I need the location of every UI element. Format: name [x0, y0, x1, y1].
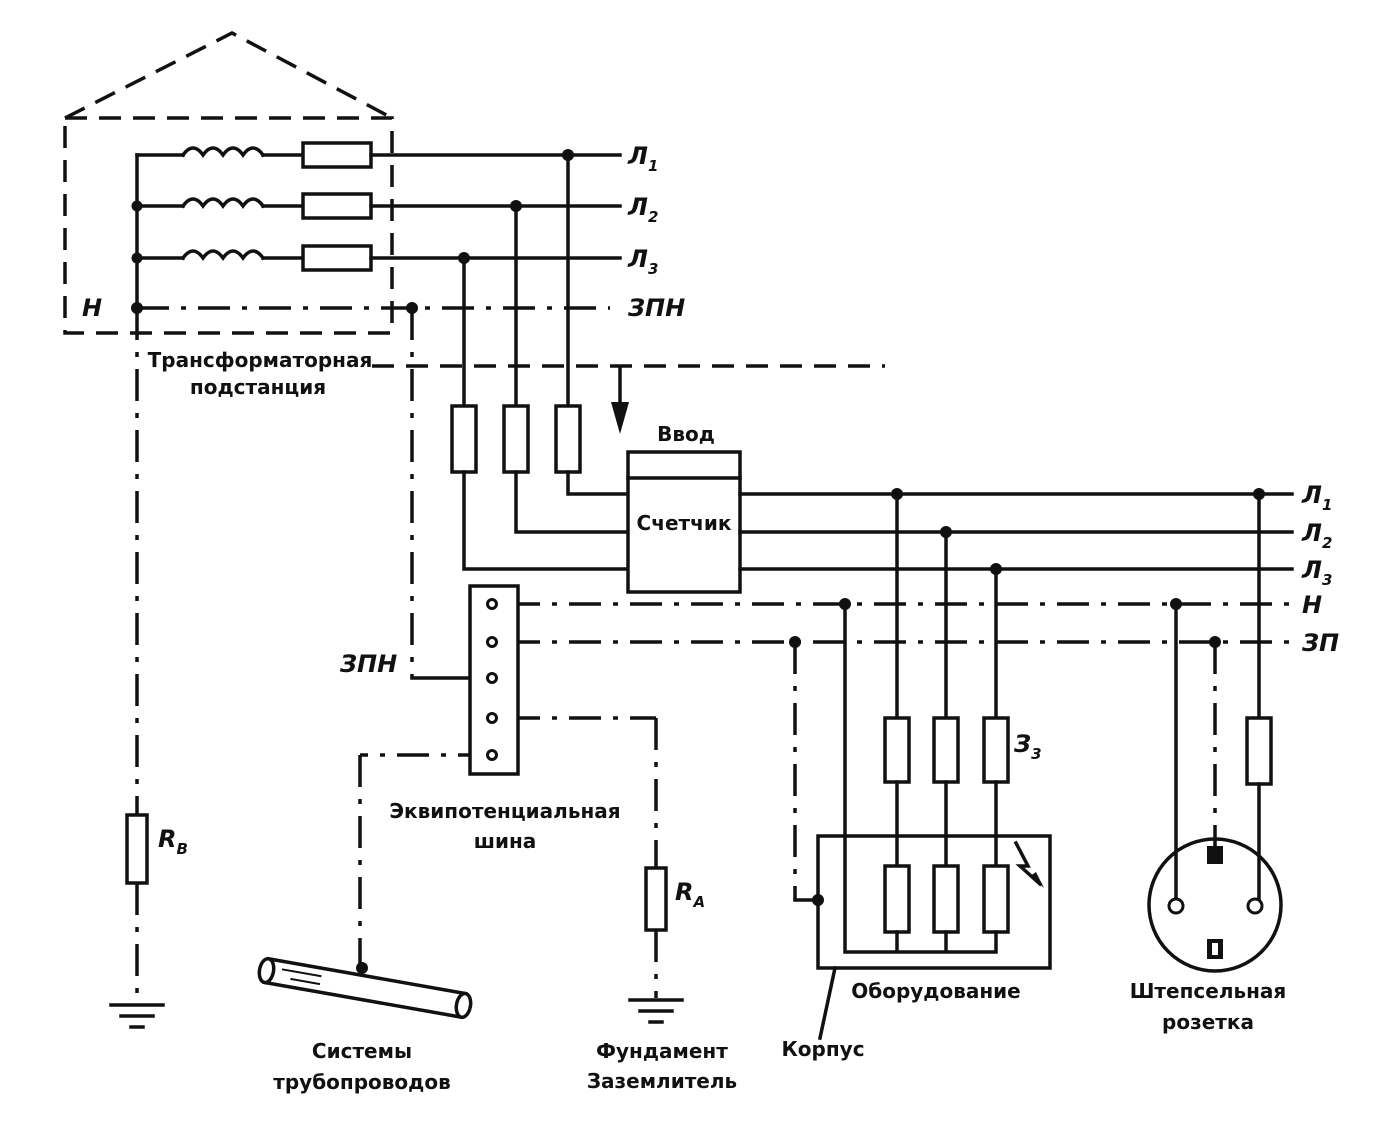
enclosure-label: Корпус	[781, 1037, 864, 1061]
meter-box	[626, 450, 742, 594]
resistor-ra	[644, 866, 668, 932]
source-earthing: RВ	[109, 308, 188, 1029]
line-l1-label: Л1	[627, 142, 658, 175]
distribution-lines: Л1 Л2 Л3 Н ЗП	[360, 481, 1339, 757]
foundation-label-line1: Фундамент	[596, 1039, 728, 1063]
bus-label-line2: шина	[474, 829, 537, 853]
ra-label: RA	[675, 878, 705, 911]
fault-lightning-icon	[1013, 840, 1043, 887]
equipment-label: Оборудование	[851, 979, 1021, 1003]
pipes-label-line1: Системы	[312, 1039, 412, 1063]
socket-outlet: Штепсельная розетка	[1130, 488, 1287, 1034]
service-drops	[406, 149, 630, 680]
fuse-z3-label: З3	[1013, 730, 1042, 763]
bus-label-line1: Эквипотенциальная	[389, 799, 620, 823]
socket-body-icon	[1147, 837, 1283, 973]
substation-fuse-l2	[301, 192, 373, 220]
transformer-substation: Н Л1 Л2 Л3 ЗПН Трансформаторная подстанц…	[63, 31, 685, 399]
line-l2-label: Л2	[627, 193, 658, 226]
pen-label-top: ЗПН	[627, 294, 685, 322]
substation-title-line1: Трансформаторная	[148, 348, 373, 372]
equipment: З3 Оборудование Корпус	[781, 488, 1052, 1061]
line-l3-label: Л3	[627, 245, 658, 278]
enclosure-leader	[817, 965, 838, 1041]
socket-label-line2: розетка	[1162, 1010, 1254, 1034]
foundation-earthing: RA Фундамент Заземлитель	[587, 718, 737, 1093]
pipe-icon	[257, 956, 473, 1020]
rb-label: RВ	[158, 825, 188, 858]
dist-l1-label: Л1	[1301, 481, 1332, 514]
resistor-rb	[125, 813, 149, 885]
service-fuse-l1	[554, 404, 582, 474]
phase-3-winding	[135, 244, 622, 272]
socket-ground-contact-top	[1207, 846, 1223, 864]
entry-label: Ввод	[657, 422, 715, 446]
equipment-load-1	[883, 864, 911, 934]
equipment-load-3	[982, 864, 1010, 934]
dist-l2-label: Л2	[1301, 519, 1332, 552]
pipe-systems: Системы трубопроводов	[257, 755, 473, 1094]
entry-arrow-icon	[611, 402, 629, 434]
meter-label: Счетчик	[637, 511, 732, 535]
socket-fuse	[1245, 716, 1273, 786]
substation-fuse-l1	[301, 141, 373, 169]
service-fuse-l2	[502, 404, 530, 474]
socket-pin-right	[1246, 897, 1264, 915]
foundation-label-line2: Заземлитель	[587, 1069, 737, 1093]
socket-pin-left	[1167, 897, 1185, 915]
equipment-load-2	[932, 864, 960, 934]
equipment-fuse-2	[932, 716, 960, 784]
pipes-label-line2: трубопроводов	[273, 1070, 450, 1094]
socket-label-line1: Штепсельная	[1130, 979, 1287, 1003]
dist-n-label: Н	[1302, 591, 1322, 619]
pen-label-bus: ЗПН	[339, 650, 397, 678]
equipment-fuse-3	[982, 716, 1010, 784]
substation-roof	[64, 31, 393, 120]
meter: Ввод Счетчик	[626, 422, 742, 594]
phase-1-winding	[135, 141, 622, 169]
phase-2-winding	[135, 192, 622, 220]
equipotential-bus: ЗПН Эквипотенциальная шина	[339, 584, 621, 853]
fault-arrow-icon	[1030, 872, 1044, 888]
substation-fuse-l3	[301, 244, 373, 272]
service-fuse-l3	[450, 404, 478, 474]
neutral-label: Н	[82, 294, 102, 322]
ground-symbol-foundation	[628, 998, 684, 1024]
dist-l3-label: Л3	[1301, 556, 1332, 589]
substation-title-line2: подстанция	[190, 375, 326, 399]
equipment-fuse-1	[883, 716, 911, 784]
ground-symbol-source	[109, 1003, 165, 1029]
dist-pe-label: ЗП	[1301, 629, 1339, 657]
